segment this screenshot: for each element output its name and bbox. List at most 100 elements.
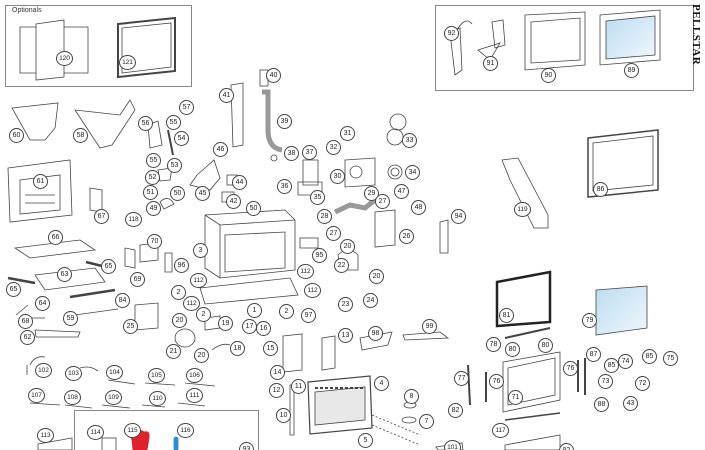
glass-79: [595, 285, 648, 336]
handle-116: [173, 436, 179, 450]
callout-part-67: 67: [94, 209, 109, 224]
callout-part-113: 113: [37, 428, 54, 443]
callout-part-96: 96: [174, 258, 189, 273]
callout-part-15: 15: [263, 341, 278, 356]
callout-part-65: 65: [6, 282, 21, 297]
base-plate-1: [199, 277, 299, 305]
callout-part-82: 82: [448, 403, 463, 418]
callout-part-72: 72: [635, 376, 650, 391]
part-13: [321, 335, 336, 371]
frame-90: [524, 11, 586, 71]
callout-part-10: 10: [276, 408, 291, 423]
part-91: [477, 19, 506, 61]
callout-part-93: 93: [239, 442, 254, 450]
callout-part-30: 30: [330, 169, 345, 184]
callout-part-110: 110: [149, 391, 166, 406]
callout-part-70: 70: [147, 234, 162, 249]
callout-part-112: 112: [190, 273, 207, 288]
callout-part-80: 80: [538, 338, 553, 353]
hopper-60: [11, 102, 59, 141]
callout-part-116: 116: [177, 423, 194, 438]
callout-part-54: 54: [174, 131, 189, 146]
callout-part-23: 23: [338, 297, 353, 312]
callout-part-17: 17: [242, 319, 257, 334]
callout-part-99: 99: [422, 319, 437, 334]
callout-part-77: 77: [454, 371, 469, 386]
callout-part-53: 53: [167, 158, 182, 173]
callout-part-119: 119: [514, 202, 531, 217]
callout-part-28: 28: [317, 209, 332, 224]
callout-part-117: 117: [492, 423, 509, 438]
callout-part-81: 81: [499, 308, 514, 323]
callout-part-39: 39: [277, 114, 292, 129]
callout-part-32: 32: [326, 140, 341, 155]
callout-part-66: 66: [48, 230, 63, 245]
callout-part-114: 114: [87, 425, 104, 440]
callout-part-80: 80: [505, 342, 520, 357]
callout-part-76: 76: [563, 361, 578, 376]
callout-part-89: 89: [624, 63, 639, 78]
callout-part-109: 109: [105, 390, 122, 405]
callout-part-94: 94: [451, 209, 466, 224]
callout-part-55: 55: [146, 153, 161, 168]
callout-part-91: 91: [483, 56, 498, 71]
callout-part-31: 31: [340, 126, 355, 141]
callout-part-87: 87: [586, 347, 601, 362]
callout-part-20: 20: [369, 269, 384, 284]
door-frame-71: [502, 351, 561, 413]
callout-part-112: 112: [183, 296, 200, 311]
callout-part-2: 2: [171, 285, 186, 300]
glass-frame-89: [599, 9, 661, 66]
brand-label: PELLSTAR: [690, 4, 702, 66]
callout-part-64: 64: [35, 296, 50, 311]
callout-part-38: 38: [284, 146, 299, 161]
callout-part-34: 34: [405, 165, 420, 180]
callout-part-88: 88: [594, 397, 609, 412]
part-94: [439, 219, 449, 254]
callout-part-1: 1: [247, 303, 262, 318]
callout-part-48: 48: [411, 200, 426, 215]
callout-part-60: 60: [9, 128, 24, 143]
callout-part-103: 103: [65, 366, 82, 381]
callout-part-104: 104: [106, 365, 123, 380]
flue-41: [230, 82, 244, 148]
callout-part-35: 35: [310, 190, 325, 205]
callout-part-107: 107: [28, 388, 45, 403]
glass-gasket-81: [495, 270, 552, 328]
callout-part-55: 55: [166, 115, 181, 130]
callout-part-111: 111: [186, 388, 203, 403]
flue-elbow-119: [501, 157, 549, 229]
callout-part-50: 50: [246, 201, 261, 216]
callout-part-98: 98: [368, 326, 383, 341]
callout-part-14: 14: [270, 365, 285, 380]
callout-part-42: 42: [226, 194, 241, 209]
combustion-blower-21: [174, 328, 196, 348]
callout-part-76: 76: [489, 374, 504, 389]
callout-part-90: 90: [541, 68, 556, 83]
callout-part-75: 75: [663, 351, 678, 366]
callout-part-45: 45: [195, 186, 210, 201]
callout-part-112: 112: [304, 283, 321, 298]
callout-part-68: 68: [18, 314, 33, 329]
callout-part-71: 71: [508, 390, 523, 405]
callout-part-20: 20: [194, 348, 209, 363]
callout-part-101: 101: [444, 440, 461, 450]
callout-part-65: 65: [101, 259, 116, 274]
callout-part-25: 25: [123, 319, 138, 334]
callout-part-36: 36: [277, 179, 292, 194]
callout-part-97: 97: [301, 308, 316, 323]
callout-part-40: 40: [266, 68, 281, 83]
accessories-box-top: [435, 5, 694, 91]
callout-part-3: 3: [193, 243, 208, 258]
back-panel-61: [7, 159, 73, 223]
callout-part-5: 5: [358, 433, 373, 448]
callout-part-12: 12: [269, 383, 284, 398]
callout-part-120: 120: [56, 51, 73, 66]
callout-part-19: 19: [218, 316, 233, 331]
callout-part-58: 58: [73, 128, 88, 143]
callout-part-4: 4: [374, 376, 389, 391]
callout-part-59: 59: [63, 311, 78, 326]
optionals-box: [5, 5, 192, 87]
panel-26: [374, 209, 396, 248]
